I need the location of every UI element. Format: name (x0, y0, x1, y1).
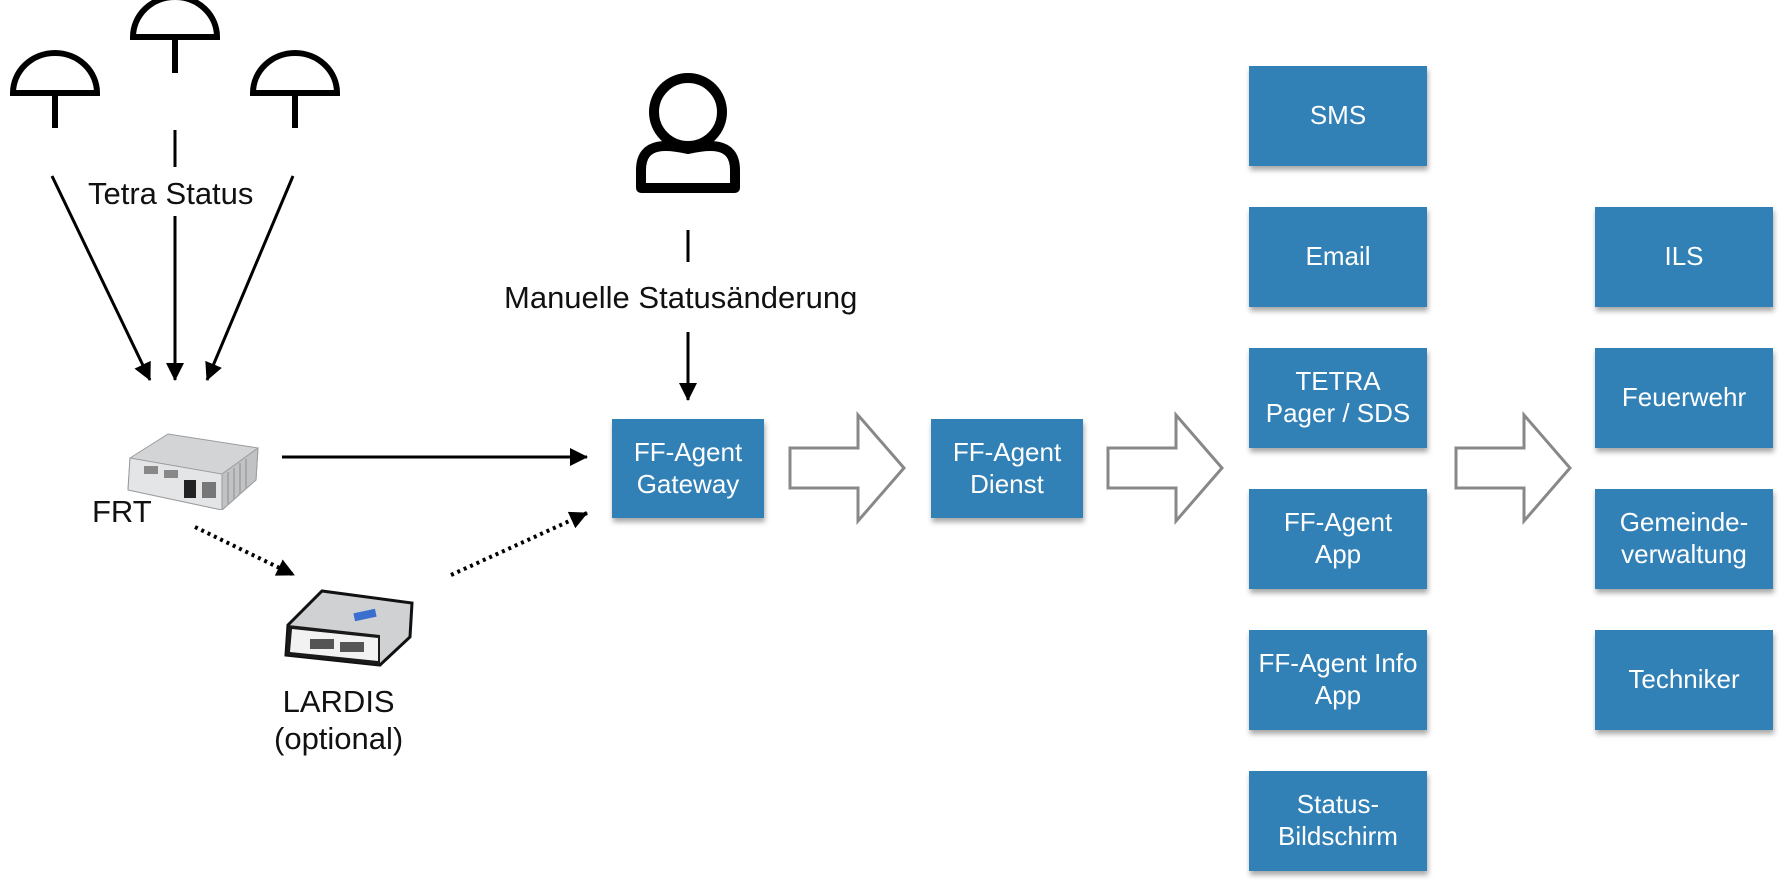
channel-status-bildschirm-box[interactable]: Status- Bildschirm (1249, 771, 1427, 871)
recipient-feuerwehr-box[interactable]: Feuerwehr (1595, 348, 1773, 448)
antenna-icon-left (9, 50, 101, 128)
ff-agent-dienst-box[interactable]: FF-Agent Dienst (931, 419, 1083, 518)
manual-status-label: Manuelle Statusänderung (504, 280, 858, 315)
hollow-arrow-1 (788, 410, 906, 526)
antenna-icon-center (129, 0, 221, 73)
recipient-techniker-box[interactable]: Techniker (1595, 630, 1773, 730)
antenna-icon-right (249, 50, 341, 128)
lardis-to-gateway-arrow (450, 511, 588, 577)
person-icon (636, 73, 740, 193)
lardis-label: LARDIS (optional) (274, 684, 404, 756)
channel-ff-agent-info-app-box[interactable]: FF-Agent Info App (1249, 630, 1427, 730)
channel-tetra-pager-box[interactable]: TETRA Pager / SDS (1249, 348, 1427, 448)
frt-to-lardis-arrow (194, 525, 295, 577)
ff-agent-gateway-box[interactable]: FF-Agent Gateway (612, 419, 764, 518)
channel-ff-agent-app-box[interactable]: FF-Agent App (1249, 489, 1427, 589)
tetra-arrow-right (205, 175, 295, 381)
frt-label: FRT (92, 494, 152, 529)
recipient-gemeindeverwaltung-box[interactable]: Gemeinde- verwaltung (1595, 489, 1773, 589)
frt-device-image (124, 430, 260, 512)
channel-sms-box[interactable]: SMS (1249, 66, 1427, 166)
channel-email-box[interactable]: Email (1249, 207, 1427, 307)
tetra-status-label: Tetra Status (88, 176, 254, 211)
hollow-arrow-2 (1106, 410, 1224, 526)
tetra-arrow-left (50, 175, 152, 381)
hollow-arrow-3 (1454, 410, 1572, 526)
recipient-ils-box[interactable]: ILS (1595, 207, 1773, 307)
lardis-device-image (282, 589, 414, 667)
